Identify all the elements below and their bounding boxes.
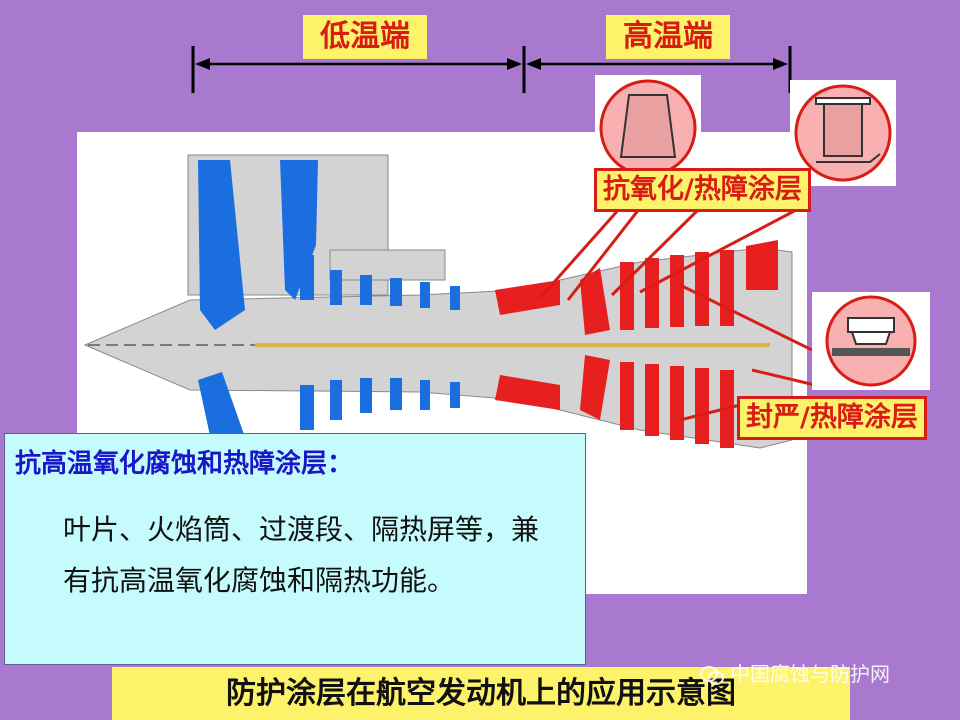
seal-detail-icon [825, 295, 917, 387]
coating-info-box: 抗高温氧化腐蚀和热障涂层： 叶片、火焰筒、过渡段、隔热屏等，兼有抗高温氧化腐蚀和… [4, 433, 586, 665]
blade-detail-icon [599, 79, 697, 177]
oxidation-thermal-barrier-tag: 抗氧化/热障涂层 [594, 168, 811, 212]
figure-caption: 防护涂层在航空发动机上的应用示意图 [112, 667, 850, 720]
blade-inset [595, 75, 701, 181]
info-body: 叶片、火焰筒、过渡段、隔热屏等，兼有抗高温氧化腐蚀和隔热功能。 [63, 513, 540, 597]
high-temp-label: 高温端 [606, 15, 730, 59]
vane-detail-icon [794, 84, 892, 182]
region-dimension-lines [191, 46, 792, 93]
watermark: 中国腐蚀与防护网 [700, 660, 890, 688]
watermark-text: 中国腐蚀与防护网 [730, 662, 890, 686]
seal-thermal-barrier-tag: 封严/热障涂层 [737, 396, 927, 440]
info-title: 抗高温氧化腐蚀和热障涂层： [15, 449, 354, 479]
seal-inset [812, 292, 930, 390]
low-temp-label: 低温端 [303, 15, 427, 59]
vane-inset [790, 80, 896, 186]
wechat-icon [700, 665, 724, 685]
